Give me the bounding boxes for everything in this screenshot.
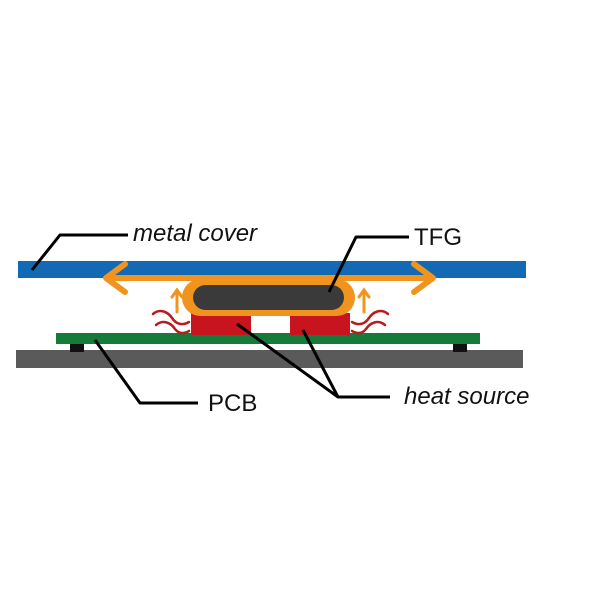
metal-cover <box>18 261 526 278</box>
pcb-foot-right <box>453 343 467 352</box>
leader-tfg <box>327 235 409 293</box>
label-heat-source: heat source <box>404 383 529 410</box>
heat-waves-right <box>350 309 390 335</box>
heat-waves-left <box>151 309 191 335</box>
heat-up-arrow-right <box>357 287 371 314</box>
label-metal-cover: metal cover <box>133 220 258 247</box>
leader-pcb <box>93 339 198 405</box>
leader-lines <box>30 233 409 405</box>
base-plate <box>16 350 523 368</box>
leader-heat-source-right <box>301 329 390 399</box>
tfg-core <box>193 285 344 310</box>
heat-source-left <box>191 313 251 335</box>
heat-spread-arrow <box>103 261 436 295</box>
label-pcb: PCB <box>208 390 257 417</box>
heat-up-arrow-left <box>170 287 184 314</box>
leader-heat-source-left <box>236 322 339 399</box>
pcb-foot-left <box>70 343 84 352</box>
leader-metal-cover <box>30 233 128 271</box>
label-tfg: TFG <box>414 224 462 251</box>
heat-source-right <box>290 313 350 335</box>
pcb-board <box>56 333 480 344</box>
